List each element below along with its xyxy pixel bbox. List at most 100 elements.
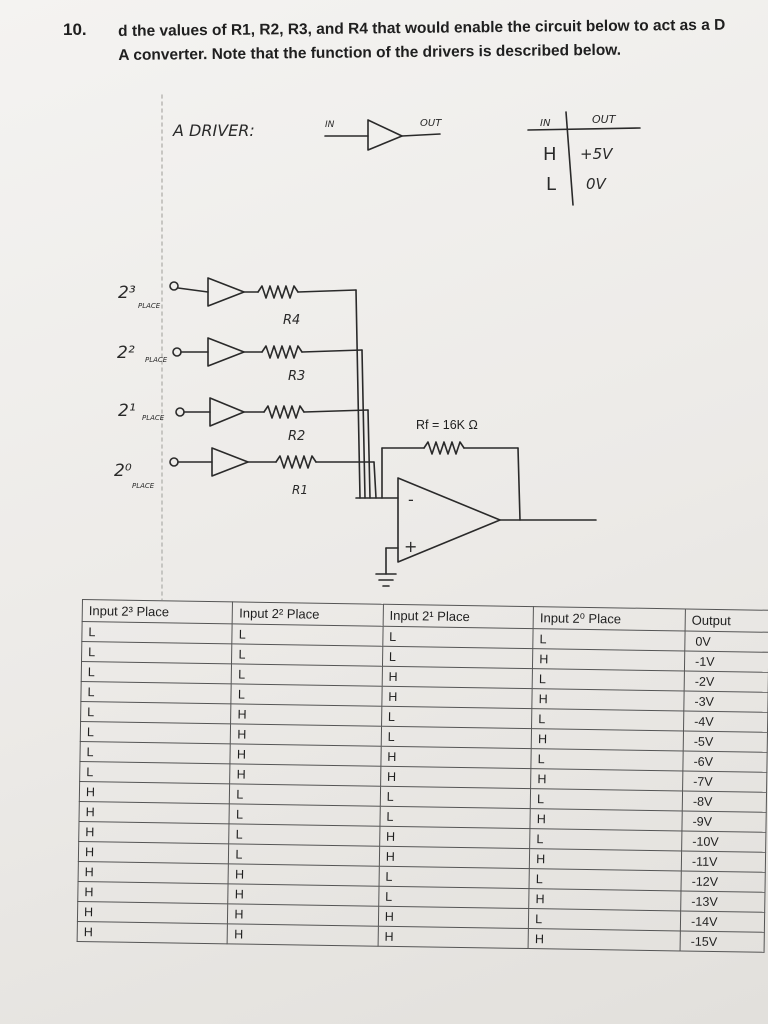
input-cell: H <box>228 883 379 907</box>
op-amp-plus: + <box>404 537 417 556</box>
input-cell: H <box>378 906 529 929</box>
input-cell: H <box>528 888 681 911</box>
input-cell: H <box>228 863 380 887</box>
input-cell: L <box>529 828 682 851</box>
input-cell: L <box>80 701 232 724</box>
output-cell: -10V <box>681 830 766 853</box>
branch-2-3: R4 <box>169 277 357 328</box>
input-cell: H <box>377 926 529 949</box>
summing-node-bus <box>355 289 399 499</box>
input-cell: H <box>532 648 685 671</box>
header-input-2-3: Input 2³ Place <box>82 599 233 624</box>
input-cell: L <box>229 783 381 807</box>
input-label-2-3: 2³ <box>118 283 136 303</box>
input-label-2-0: 2⁰ <box>114 461 132 481</box>
driver-in-label: IN <box>325 120 335 130</box>
input-cell: H <box>227 923 379 947</box>
input-cell: L <box>532 628 686 651</box>
input-sub-2-0: PLACE <box>132 482 155 490</box>
input-cell: L <box>79 761 231 784</box>
circuit-diagram: A DRIVER: IN OUT IN OUT H +5V L 0V 2³ PL… <box>114 94 641 600</box>
input-label-2-1: 2¹ <box>118 401 136 421</box>
output-cell: -11V <box>681 850 766 873</box>
output-cell: -9V <box>681 810 767 833</box>
output-cell: -5V <box>683 730 768 753</box>
input-cell: H <box>530 808 683 831</box>
dac-truth-table: Input 2³ Place Input 2² Place Input 2¹ P… <box>77 599 768 953</box>
op-amp: - + <box>375 477 597 587</box>
input-cell: L <box>229 803 381 827</box>
input-cell: H <box>77 881 229 904</box>
input-cell: H <box>230 723 382 747</box>
output-cell: -7V <box>682 770 767 793</box>
input-cell: L <box>528 908 681 931</box>
input-cell: L <box>381 706 533 729</box>
input-cell: L <box>81 641 233 664</box>
input-sub-2-3: PLACE <box>138 302 161 310</box>
resistor-label-r1: R1 <box>292 483 308 497</box>
input-sub-2-2: PLACE <box>145 356 168 364</box>
driver-table-out-5v: +5V <box>580 145 614 163</box>
output-cell: -14V <box>680 910 765 933</box>
output-cell: -3V <box>683 690 768 713</box>
input-cell: L <box>81 661 232 684</box>
branch-2-2: R3 <box>172 337 363 384</box>
input-cell: H <box>230 703 382 727</box>
output-cell: -6V <box>682 750 768 773</box>
input-cell: H <box>531 728 684 751</box>
op-amp-minus: - <box>408 490 414 509</box>
input-cell: L <box>381 726 532 749</box>
driver-table-out-0v: 0V <box>586 175 608 193</box>
input-cell: L <box>231 663 383 687</box>
resistor-label-r4: R4 <box>283 313 300 328</box>
output-cell: -8V <box>682 790 767 813</box>
input-cell: L <box>79 741 231 764</box>
input-cell: L <box>531 708 684 731</box>
input-cell: H <box>230 763 381 787</box>
input-cell: L <box>382 626 534 649</box>
input-cell: H <box>380 746 532 769</box>
input-cell: L <box>81 621 233 644</box>
input-cell: H <box>381 686 533 709</box>
input-cell: H <box>379 826 531 849</box>
input-cell: H <box>532 688 685 711</box>
output-cell: -1V <box>684 650 768 673</box>
driver-table-out-header: OUT <box>592 113 617 126</box>
input-cell: L <box>379 806 531 829</box>
feedback-resistor-label: Rf = 16K Ω <box>416 418 478 432</box>
input-cell: L <box>530 788 683 811</box>
header-input-2-1: Input 2¹ Place <box>382 604 534 629</box>
resistor-label-r3: R3 <box>288 369 305 384</box>
input-cell: H <box>381 666 533 689</box>
question-number: 10. <box>63 20 87 39</box>
driver-truth-table: IN OUT H +5V L 0V <box>527 111 641 206</box>
input-cell: H <box>79 781 231 804</box>
driver-out-label: OUT <box>420 118 442 129</box>
input-label-2-2: 2² <box>117 343 135 363</box>
header-input-2-0: Input 2⁰ Place <box>533 606 686 631</box>
input-cell: H <box>227 903 379 927</box>
output-cell: -12V <box>680 870 766 893</box>
input-cell: L <box>229 823 380 847</box>
input-cell: L <box>231 643 383 667</box>
input-cell: H <box>529 848 682 871</box>
driver-table-in-l: L <box>546 174 556 195</box>
output-cell: -15V <box>680 930 765 953</box>
input-cell: L <box>378 866 530 889</box>
input-cell: H <box>79 801 230 824</box>
driver-table-in-header: IN <box>540 118 551 129</box>
input-cell: L <box>529 868 682 891</box>
branch-2-0: R1 <box>169 447 375 497</box>
output-cell: -2V <box>684 670 768 693</box>
header-output: Output <box>685 608 768 633</box>
input-cell: H <box>78 841 230 864</box>
input-cell: L <box>80 681 232 704</box>
resistor-label-r2: R2 <box>288 429 305 444</box>
input-cell: H <box>530 768 683 791</box>
input-sub-2-1: PLACE <box>142 414 165 422</box>
input-cell: L <box>228 843 380 867</box>
input-cell: H <box>78 861 229 884</box>
input-cell: L <box>382 646 533 669</box>
driver-table-in-h: H <box>543 144 557 165</box>
